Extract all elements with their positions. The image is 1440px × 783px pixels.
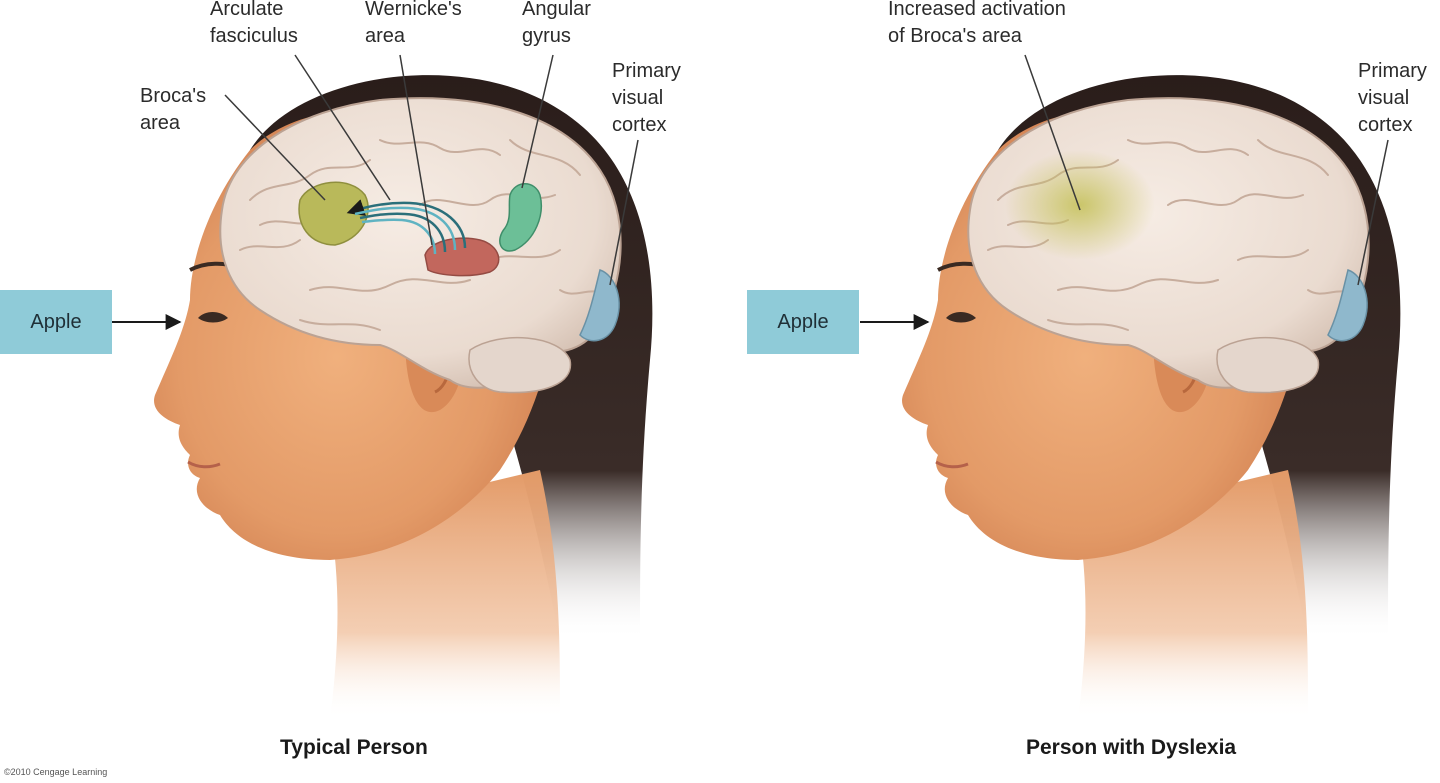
dyslexia-person-head [900,73,1403,722]
angular-gyrus-region [499,183,542,252]
label-wernicke-area: Wernicke's area [365,0,462,47]
typical-stimulus-word: Apple [30,310,82,333]
wernicke-area-region [424,237,500,277]
dyslexia-stimulus-box: Apple [747,290,859,354]
typical-person-head [152,73,655,722]
primary-visual-cortex-region [579,269,620,342]
typical-stimulus-box: Apple [0,290,112,354]
label-dyslexia-primary-visual-cortex: Primary visual cortex [1358,60,1427,136]
broca-activation-region [1005,150,1155,260]
label-broca-area: Broca's area [140,85,207,134]
caption-person-with-dyslexia: Person with Dyslexia [1026,736,1237,759]
dyslexia-stimulus-word: Apple [777,310,829,333]
label-primary-visual-cortex: Primary visual cortex [612,60,681,136]
dyslexia-leader-lines [1024,54,1389,286]
label-angular-gyrus: Angular gyrus [522,0,591,47]
copyright-notice: ©2010 Cengage Learning [4,767,108,777]
typical-leader-lines [224,54,639,286]
arcuate-fasciculus-fibers [346,199,467,255]
dyslexia-visual-cortex-region [1327,269,1368,342]
label-increased-broca-activation: Increased activation of Broca's area [888,0,1066,47]
label-arculate-fasciculus: Arculate fasciculus [210,0,298,47]
caption-typical-person: Typical Person [280,736,428,759]
